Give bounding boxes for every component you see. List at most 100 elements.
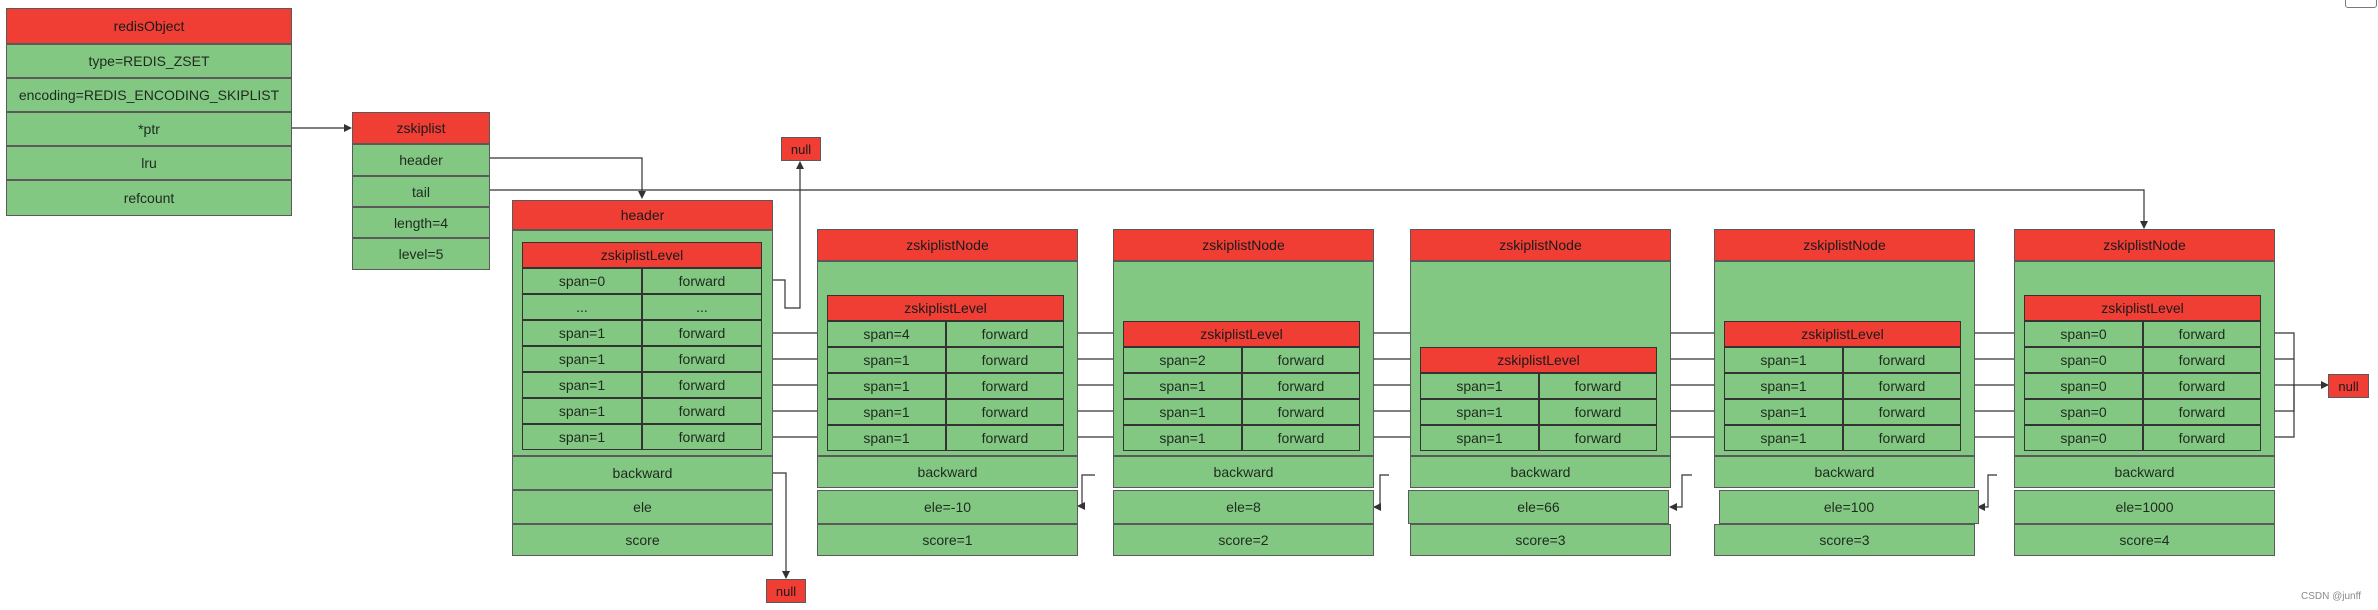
node-level-forward: forward: [2143, 347, 2261, 373]
node-level-span: span=1: [1724, 347, 1843, 373]
zskiplist-tail: tail: [352, 176, 490, 207]
node-backward: backward: [1714, 456, 1975, 488]
node-level-forward: forward: [946, 425, 1064, 451]
node-level-span: span=0: [2024, 373, 2143, 399]
node-ele: ele=66: [1408, 490, 1669, 524]
header-node-level-title: zskiplistLevel: [522, 242, 762, 268]
bwd-n1: [1373, 474, 1389, 511]
watermark: CSDN @junff: [2301, 591, 2361, 602]
redisobject-refcount: refcount: [6, 180, 292, 216]
node-level-forward: forward: [946, 399, 1064, 425]
node-title: zskiplistNode: [817, 229, 1078, 261]
bwd-n0: [1077, 474, 1095, 510]
node-level-span: span=1: [1724, 373, 1843, 399]
header-level-forward: forward: [642, 268, 762, 294]
header-level-span: span=1: [522, 320, 642, 346]
node-level-forward: forward: [1242, 347, 1360, 373]
node-level-span: span=1: [1420, 399, 1539, 425]
node-level-span: span=0: [2024, 399, 2143, 425]
node-score: score=4: [2014, 524, 2275, 556]
node-ele: ele=8: [1113, 490, 1374, 524]
node-level-forward: forward: [946, 321, 1064, 347]
zskiplist-title: zskiplist: [352, 112, 490, 144]
header-level-span: span=1: [522, 346, 642, 372]
header-level-forward: ...: [642, 294, 762, 320]
node-ele: ele=1000: [2014, 490, 2275, 524]
node-level-forward: forward: [1539, 373, 1657, 399]
node-level-forward: forward: [2143, 399, 2261, 425]
node-score: score=3: [1714, 524, 1975, 556]
node-level-span: span=1: [1123, 425, 1242, 451]
node-score: score=1: [817, 524, 1078, 556]
node-level-span: span=1: [1123, 399, 1242, 425]
header-node-ele: ele: [512, 490, 773, 524]
header-level-forward: forward: [642, 320, 762, 346]
node-title: zskiplistNode: [1714, 229, 1975, 261]
node-score: score=3: [1410, 524, 1671, 556]
header-level-span: span=1: [522, 424, 642, 450]
node-level-span: span=1: [1724, 425, 1843, 451]
node-level-span: span=1: [1420, 373, 1539, 399]
header-node-title: header: [512, 200, 773, 230]
node-level-forward: forward: [2143, 373, 2261, 399]
node-level-forward: forward: [1242, 373, 1360, 399]
tail-arrow: [490, 189, 2148, 229]
node-level-forward: forward: [1843, 425, 1961, 451]
node-level-span: span=1: [1123, 373, 1242, 399]
header-level-forward: forward: [642, 398, 762, 424]
zskiplist-level: level=5: [352, 238, 490, 270]
redisobject-ptr: *ptr: [6, 112, 292, 146]
node-level-span: span=2: [1123, 347, 1242, 373]
node-level-span: span=0: [2024, 425, 2143, 451]
node-level-span: span=4: [827, 321, 946, 347]
node-level-forward: forward: [2143, 321, 2261, 347]
null-right: null: [2328, 374, 2369, 398]
header-level0-null-arrow: [762, 161, 804, 309]
node-level-title: zskiplistLevel: [2024, 295, 2261, 321]
node-level-forward: forward: [1539, 425, 1657, 451]
redisobject-type: type=REDIS_ZSET: [6, 44, 292, 78]
redisobject-lru: lru: [6, 146, 292, 180]
node-level-forward: forward: [1242, 399, 1360, 425]
node-level-span: span=1: [827, 425, 946, 451]
header-level-span: span=1: [522, 398, 642, 424]
node-level-forward: forward: [946, 373, 1064, 399]
node-level-span: span=1: [1420, 425, 1539, 451]
node-level-forward: forward: [1843, 347, 1961, 373]
bwd-n2: [1669, 474, 1692, 511]
zskiplist-header: header: [352, 144, 490, 176]
header-level-forward: forward: [642, 372, 762, 398]
node-backward: backward: [817, 456, 1078, 488]
node-title: zskiplistNode: [1113, 229, 1374, 261]
header-level-span: ...: [522, 294, 642, 320]
node-backward: backward: [2014, 456, 2275, 488]
null-bottom: null: [766, 579, 806, 603]
header-arrow: [490, 157, 646, 199]
node-ele: ele=100: [1719, 490, 1979, 524]
node-level-title: zskiplistLevel: [1123, 321, 1360, 347]
node-backward: backward: [1113, 456, 1374, 488]
node-backward: backward: [1410, 456, 1671, 488]
node-score: score=2: [1113, 524, 1374, 556]
header-node-backward: backward: [512, 456, 773, 490]
node-ele: ele=-10: [817, 490, 1078, 524]
node-level-forward: forward: [1843, 399, 1961, 425]
node-level-span: span=1: [827, 347, 946, 373]
header-backward-null-arrow: [772, 472, 790, 579]
header-level-forward: forward: [642, 424, 762, 450]
comment-icon[interactable]: [2345, 0, 2377, 8]
null-top: null: [781, 137, 821, 161]
redisobject-encoding: encoding=REDIS_ENCODING_SKIPLIST: [6, 78, 292, 112]
node-level-span: span=0: [2024, 347, 2143, 373]
node-level-span: span=0: [2024, 321, 2143, 347]
node-level-span: span=1: [827, 373, 946, 399]
node-level-span: span=1: [827, 399, 946, 425]
bwd-n3: [1977, 474, 1997, 511]
node-level-title: zskiplistLevel: [1724, 321, 1961, 347]
node-level-title: zskiplistLevel: [827, 295, 1064, 321]
node-level-forward: forward: [1539, 399, 1657, 425]
node-level-forward: forward: [2143, 425, 2261, 451]
node-title: zskiplistNode: [2014, 229, 2275, 261]
redisobject-title: redisObject: [6, 8, 292, 44]
